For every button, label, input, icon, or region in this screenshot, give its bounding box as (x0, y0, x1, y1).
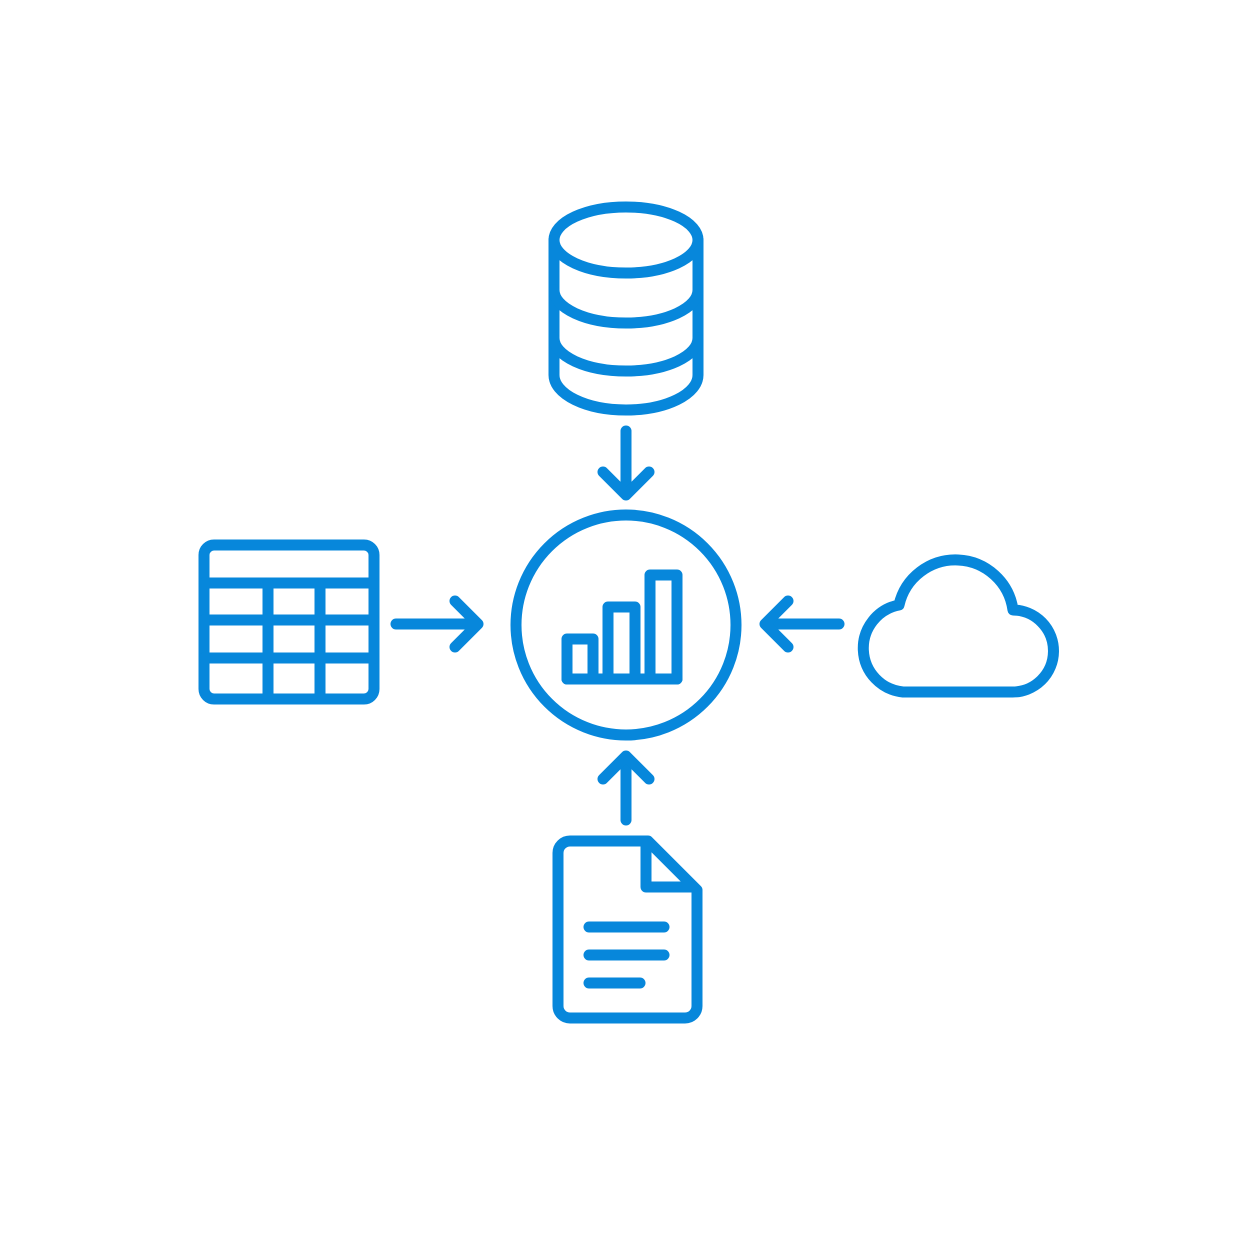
arrow-document-to-hub (597, 750, 655, 826)
arrow-database-to-hub (597, 425, 655, 501)
table-grid-icon (198, 539, 380, 705)
document-icon (552, 835, 703, 1024)
arrow-cloud-to-hub (759, 595, 845, 653)
arrow-table-to-hub (390, 595, 484, 653)
bar-chart-in-circle-icon (510, 509, 742, 741)
database-icon (548, 201, 704, 416)
cloud-icon (857, 554, 1059, 698)
